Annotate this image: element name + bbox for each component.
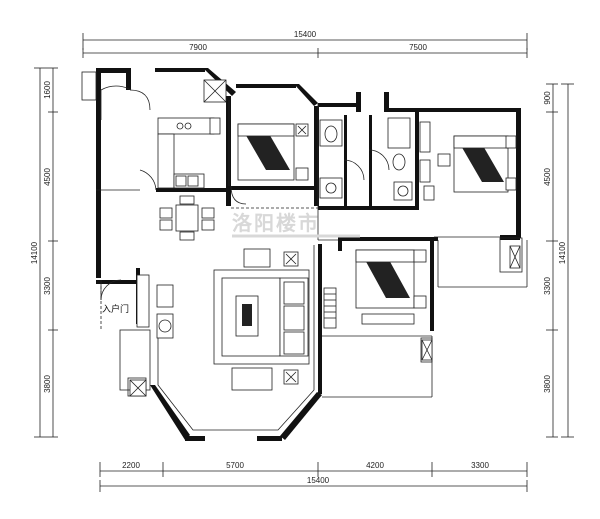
living-room bbox=[213, 248, 337, 391]
dining-table bbox=[159, 195, 215, 241]
entrance-door bbox=[100, 279, 122, 301]
dim-right-seg-2: 4500 bbox=[543, 168, 552, 186]
dim-right-seg-4: 3800 bbox=[543, 375, 552, 393]
dim-right-seg-1: 900 bbox=[543, 91, 552, 105]
dim-left-seg-2: 4500 bbox=[43, 168, 52, 186]
dim-right-total: 14100 bbox=[558, 241, 567, 264]
wall-units bbox=[129, 79, 521, 397]
entrance-cabinet bbox=[136, 274, 174, 339]
dim-left-seg-3: 3300 bbox=[43, 277, 52, 295]
kitchen bbox=[157, 117, 221, 189]
dim-bottom-seg-1: 2200 bbox=[122, 461, 140, 470]
exterior-walls bbox=[96, 68, 521, 441]
dim-left-seg-1: 1600 bbox=[43, 81, 52, 99]
dim-bottom-total: 15400 bbox=[307, 476, 330, 485]
watermark: 洛阳楼市 bbox=[232, 211, 320, 235]
bedroom-3 bbox=[355, 249, 427, 325]
dimension-right: 900 4500 3300 3800 14100 bbox=[543, 83, 574, 438]
bathrooms bbox=[319, 117, 435, 201]
dim-bottom-seg-4: 3300 bbox=[471, 461, 489, 470]
dim-right-seg-3: 3300 bbox=[543, 277, 552, 295]
dim-bottom-seg-2: 5700 bbox=[226, 461, 244, 470]
dim-top-seg-2: 7500 bbox=[409, 43, 427, 52]
outlines bbox=[81, 71, 528, 431]
dim-top-total: 15400 bbox=[294, 30, 317, 39]
dim-left-seg-4: 3800 bbox=[43, 375, 52, 393]
entrance-label: 入户门 bbox=[102, 303, 129, 315]
dimension-top: 15400 7900 7500 bbox=[82, 30, 528, 58]
bedroom-1 bbox=[237, 123, 309, 181]
dimension-bottom: 2200 5700 4200 3300 15400 bbox=[99, 461, 528, 492]
dim-left-total: 14100 bbox=[30, 241, 39, 264]
bedroom-2 bbox=[437, 135, 517, 193]
dimension-left: 14100 1600 4500 3300 3800 bbox=[30, 67, 58, 438]
dim-bottom-seg-3: 4200 bbox=[366, 461, 384, 470]
dim-top-seg-1: 7900 bbox=[189, 43, 207, 52]
